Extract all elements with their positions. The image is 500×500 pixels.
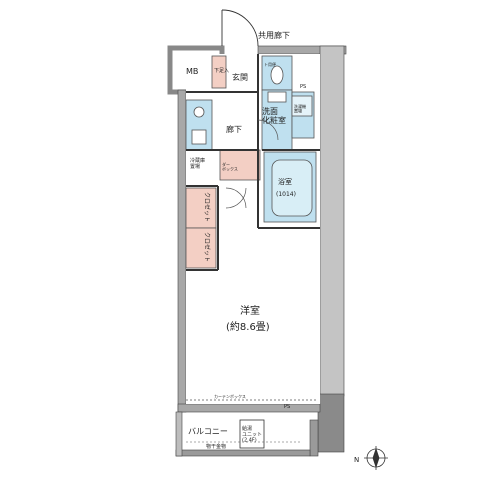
washroom-label: 洗面化粧室 <box>262 106 286 125</box>
shoe-storage-area <box>211 55 227 89</box>
shoe-storage-label: 下足入 <box>214 68 229 74</box>
partitions <box>186 54 320 271</box>
ps-top-label: PS <box>300 84 306 90</box>
toilet-label: ト用便 <box>264 61 276 67</box>
washer-space-label: 洗濯機置場 <box>294 103 306 114</box>
mb-label: MB <box>186 67 198 76</box>
western-room-label: 洋室 <box>240 304 260 317</box>
fixtures <box>191 65 313 217</box>
bathtub <box>271 159 313 217</box>
curtain-box-label: カーテンボックス <box>214 393 246 399</box>
toilet-bowl <box>270 65 284 85</box>
entrance-label: 玄関 <box>232 72 248 82</box>
hot-water-label: 給湯ユニット(2.4F) <box>242 425 262 444</box>
bath-size-label: (1014) <box>276 191 296 198</box>
north-compass <box>364 446 388 470</box>
balcony-label: バルコニー <box>188 427 228 436</box>
ps-bottom-label: PS <box>284 404 290 410</box>
hot-water-unit-box <box>239 419 265 449</box>
entrance-door <box>221 9 259 47</box>
corridor-common-label: 共用廊下 <box>258 30 290 40</box>
kitchen-fridge-label: 冷蔵庫置場 <box>190 157 205 170</box>
closet-2-area <box>185 227 217 269</box>
stove-burner <box>193 106 205 118</box>
outer-walls <box>167 45 347 457</box>
wash-basin <box>267 91 287 103</box>
dirty-box-label: ダーボックス <box>222 161 238 172</box>
bath-label: 浴室 <box>278 177 292 186</box>
drying-rack-label: 物干金物 <box>206 443 226 450</box>
closet-2-label: クロゼット <box>203 232 211 262</box>
closet-1-area <box>185 187 217 229</box>
north-label: N <box>354 456 359 464</box>
western-room-size-label: (約8.6畳) <box>226 320 270 333</box>
sink <box>191 129 207 145</box>
washer <box>291 95 313 117</box>
hallway-label: 廊下 <box>226 124 242 134</box>
door-swings <box>225 119 279 209</box>
closet-1-label: クロゼット <box>203 192 211 222</box>
